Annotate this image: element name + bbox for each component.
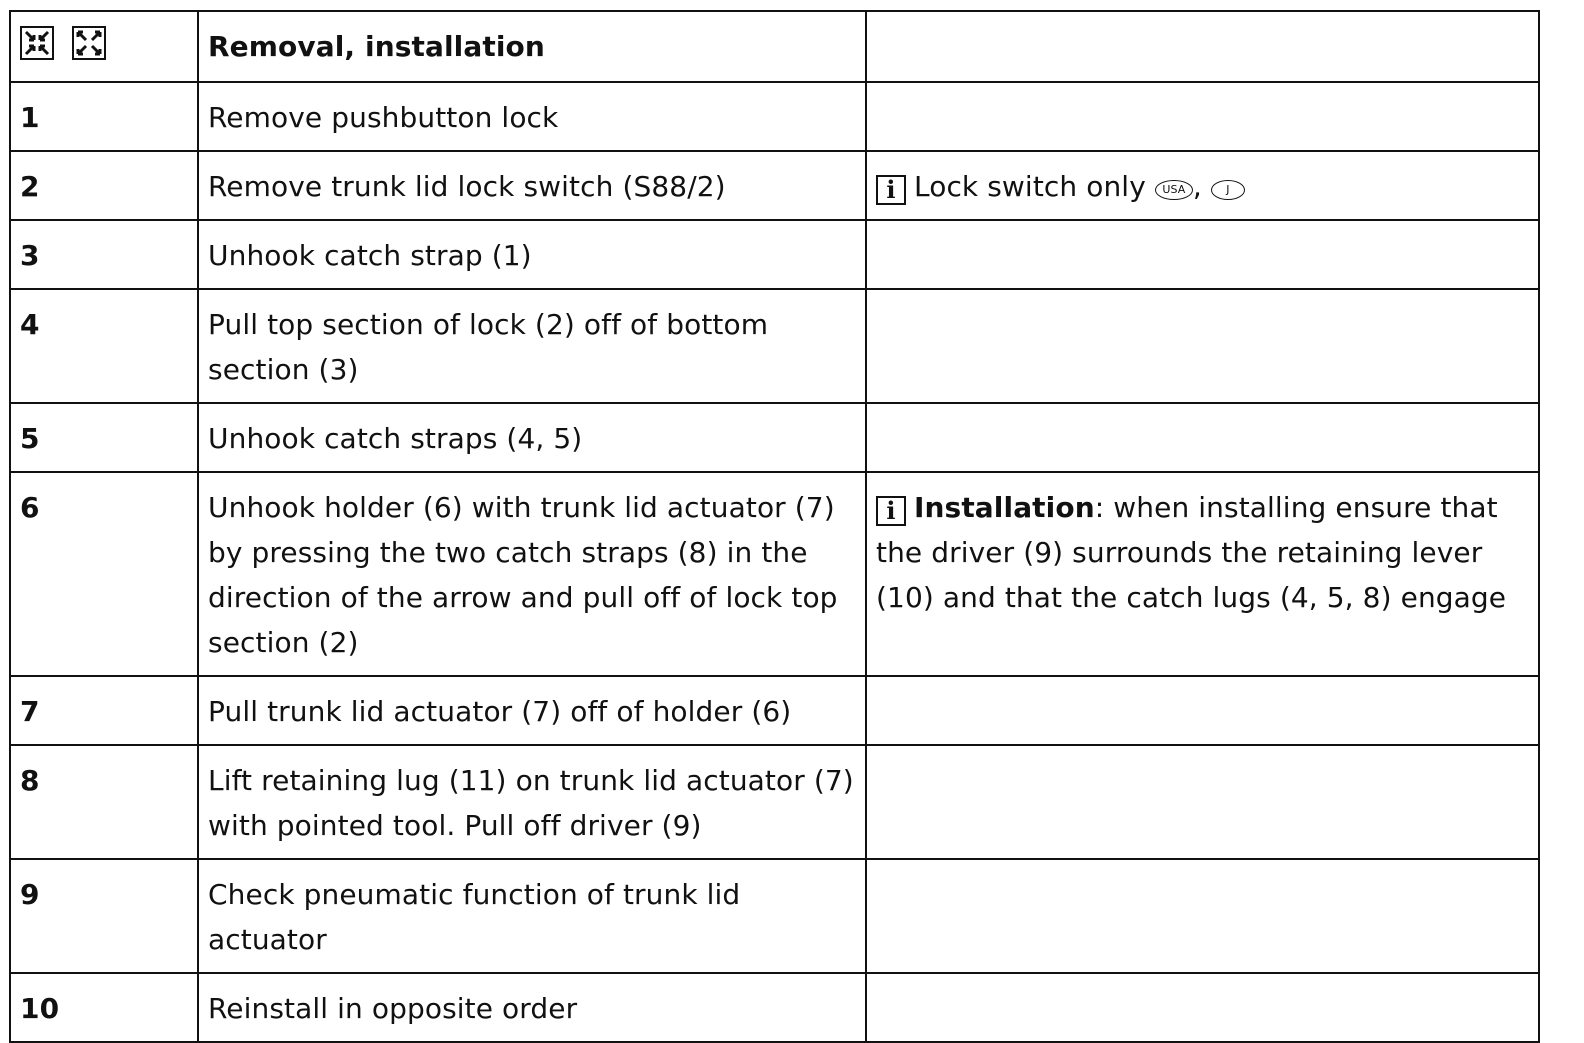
- procedure-table: Removal, installation 1 Remove pushbutto…: [9, 10, 1540, 1043]
- step-note: [865, 288, 1540, 404]
- step-text: Lift retaining lug (11) on trunk lid act…: [197, 744, 867, 860]
- step-text: Remove pushbutton lock: [197, 81, 867, 152]
- table-row: 10 Reinstall in opposite order: [9, 972, 1540, 1043]
- step-text: Unhook catch straps (4, 5): [197, 402, 867, 473]
- table-row: 9 Check pneumatic function of trunk lid …: [9, 858, 1540, 974]
- step-text: Check pneumatic function of trunk lid ac…: [197, 858, 867, 974]
- step-number: 7: [9, 675, 199, 746]
- table-row: 4 Pull top section of lock (2) off of bo…: [9, 288, 1540, 404]
- info-icon: i: [876, 175, 906, 205]
- table-header-row: Removal, installation: [9, 10, 1540, 83]
- disassemble-icon: [20, 26, 54, 60]
- step-text: Pull top section of lock (2) off of bott…: [197, 288, 867, 404]
- step-number: 3: [9, 219, 199, 290]
- table-row: 2 Remove trunk lid lock switch (S88/2) i…: [9, 150, 1540, 221]
- step-number: 6: [9, 471, 199, 677]
- assemble-icon: [72, 26, 107, 60]
- step-note: i Lock switch only USA, J: [865, 150, 1540, 221]
- note-strong: Installation: [914, 491, 1095, 524]
- step-note: [865, 744, 1540, 860]
- step-number: 5: [9, 402, 199, 473]
- header-icons-cell: [9, 10, 199, 83]
- step-note: [865, 81, 1540, 152]
- table-row: 5 Unhook catch straps (4, 5): [9, 402, 1540, 473]
- step-note: [865, 972, 1540, 1043]
- usa-region-icon: USA: [1154, 180, 1193, 200]
- table-row: 1 Remove pushbutton lock: [9, 81, 1540, 152]
- step-note: i Installation: when installing ensure th…: [865, 471, 1540, 677]
- step-number: 2: [9, 150, 199, 221]
- japan-region-icon: J: [1210, 180, 1245, 200]
- step-note: [865, 219, 1540, 290]
- step-text: Unhook catch strap (1): [197, 219, 867, 290]
- step-text: Reinstall in opposite order: [197, 972, 867, 1043]
- table-row: 6 Unhook holder (6) with trunk lid actua…: [9, 471, 1540, 677]
- step-number: 10: [9, 972, 199, 1043]
- step-number: 1: [9, 81, 199, 152]
- table-row: 8 Lift retaining lug (11) on trunk lid a…: [9, 744, 1540, 860]
- step-number: 8: [9, 744, 199, 860]
- note-separator: ,: [1192, 170, 1202, 203]
- header-notes-cell: [865, 10, 1540, 83]
- table-row: 3 Unhook catch strap (1): [9, 219, 1540, 290]
- step-note: [865, 858, 1540, 974]
- step-number: 9: [9, 858, 199, 974]
- procedure-sheet: Removal, installation 1 Remove pushbutto…: [9, 10, 1540, 1043]
- note-text: Lock switch only: [914, 170, 1146, 203]
- step-note: [865, 402, 1540, 473]
- header-title: Removal, installation: [197, 10, 867, 83]
- step-text: Remove trunk lid lock switch (S88/2): [197, 150, 867, 221]
- info-icon: i: [876, 496, 906, 526]
- note-text: : when installing ensure that the driver…: [876, 491, 1507, 614]
- step-text: Unhook holder (6) with trunk lid actuato…: [197, 471, 867, 677]
- step-text: Pull trunk lid actuator (7) off of holde…: [197, 675, 867, 746]
- table-row: 7 Pull trunk lid actuator (7) off of hol…: [9, 675, 1540, 746]
- step-number: 4: [9, 288, 199, 404]
- step-note: [865, 675, 1540, 746]
